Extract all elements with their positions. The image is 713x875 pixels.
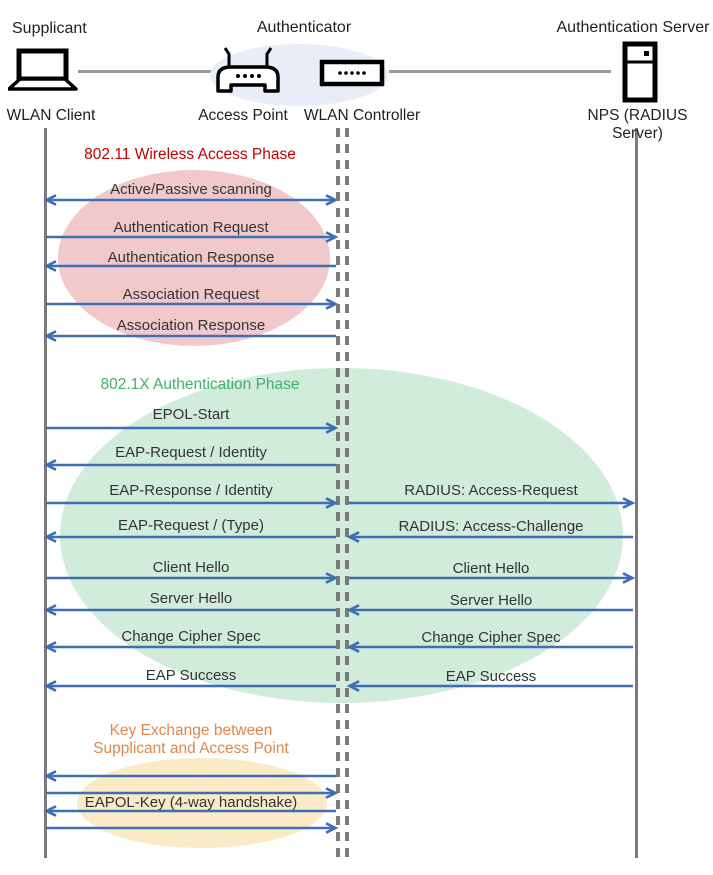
lifeline-wlan-client [44, 128, 47, 858]
device-label-access-point: Access Point [198, 107, 288, 124]
message-arrow [46, 231, 339, 243]
message-label: Authentication Request [113, 219, 269, 236]
message-label: EAP Success [445, 668, 537, 685]
message-label: Client Hello [152, 559, 230, 576]
message-label: Client Hello [452, 560, 530, 577]
message-label: EAPOL-Key (4-way handshake) [84, 794, 298, 811]
phase-title-key-exchange: Key Exchange between Supplicant and Acce… [93, 722, 289, 757]
lifeline-wlan-controller-dash-left [336, 128, 340, 858]
message-arrow [349, 572, 636, 584]
role-label-supplicant: Supplicant [12, 20, 87, 37]
message-label: EPOL-Start [152, 406, 230, 423]
message-arrow [43, 459, 336, 471]
access-point-icon [216, 47, 280, 93]
lifeline-nps-server [635, 128, 638, 858]
message-label: RADIUS: Access-Challenge [398, 518, 584, 535]
message-arrow [43, 531, 336, 543]
connector-line [78, 70, 212, 73]
device-label-wlan-client: WLAN Client [6, 107, 96, 124]
phase-title-8021x: 802.1X Authentication Phase [100, 376, 300, 393]
message-label: Authentication Response [107, 249, 275, 266]
phase-title-80211: 802.11 Wireless Access Phase [84, 146, 296, 163]
message-arrow [346, 604, 633, 616]
message-arrow [43, 604, 336, 616]
message-arrow [43, 805, 336, 817]
wlan-controller-icon [319, 59, 385, 87]
message-arrow [346, 641, 633, 653]
message-arrow [43, 194, 339, 206]
message-arrow [43, 680, 336, 692]
connector-line [389, 70, 611, 73]
message-arrow [346, 680, 633, 692]
message-arrow [46, 422, 339, 434]
message-label: Server Hello [149, 590, 233, 607]
message-arrow [43, 330, 336, 342]
message-arrow [46, 572, 339, 584]
device-label-wlan-controller: WLAN Controller [303, 107, 421, 124]
message-label: Association Request [122, 286, 260, 303]
laptop-icon [8, 48, 78, 91]
message-label: Active/Passive scanning [110, 181, 272, 198]
lifeline-wlan-controller-dash-right [345, 128, 349, 858]
message-arrow [43, 770, 336, 782]
message-arrow [46, 497, 339, 509]
role-label-authenticator: Authenticator [256, 19, 352, 36]
message-label: EAP Success [145, 667, 237, 684]
message-label: EAP-Request / (Type) [118, 517, 264, 534]
message-arrow [46, 298, 339, 310]
message-arrow [43, 641, 336, 653]
message-label: EAP-Response / Identity [109, 482, 273, 499]
message-label: Change Cipher Spec [421, 629, 561, 646]
phase-ellipse-key-exchange [77, 758, 327, 848]
message-label: RADIUS: Access-Request [404, 482, 578, 499]
message-arrow [43, 260, 336, 272]
role-label-authentication-server: Authentication Server [556, 19, 710, 36]
server-icon [622, 41, 658, 103]
message-label: EAP-Request / Identity [115, 444, 267, 461]
device-label-nps-radius-server: NPS (RADIUS Server) [587, 107, 688, 142]
message-label: Association Response [116, 317, 266, 334]
message-label: Server Hello [449, 592, 533, 609]
message-arrow [46, 822, 339, 834]
message-arrow [349, 497, 636, 509]
message-label: Change Cipher Spec [121, 628, 261, 645]
message-arrow [346, 531, 633, 543]
message-arrow [46, 787, 339, 799]
